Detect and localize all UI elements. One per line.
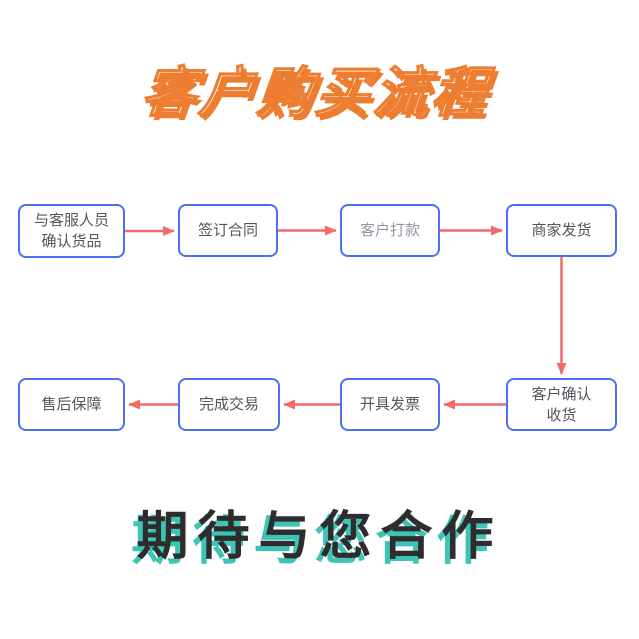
node-complete-transaction: 完成交易 (178, 378, 280, 431)
node-issue-invoice: 开具发票 (340, 378, 440, 431)
node-customer-payment: 客户打款 (340, 204, 440, 257)
node-after-sales: 售后保障 (18, 378, 125, 431)
page-title: 客户购买流程 (0, 66, 639, 128)
node-customer-confirm-receipt: 客户确认 收货 (506, 378, 617, 431)
node-sign-contract: 签订合同 (178, 204, 278, 257)
footer-slogan: 期待与您合作 (136, 506, 503, 567)
node-merchant-ship: 商家发货 (506, 204, 617, 257)
node-confirm-goods: 与客服人员 确认货品 (18, 204, 125, 258)
